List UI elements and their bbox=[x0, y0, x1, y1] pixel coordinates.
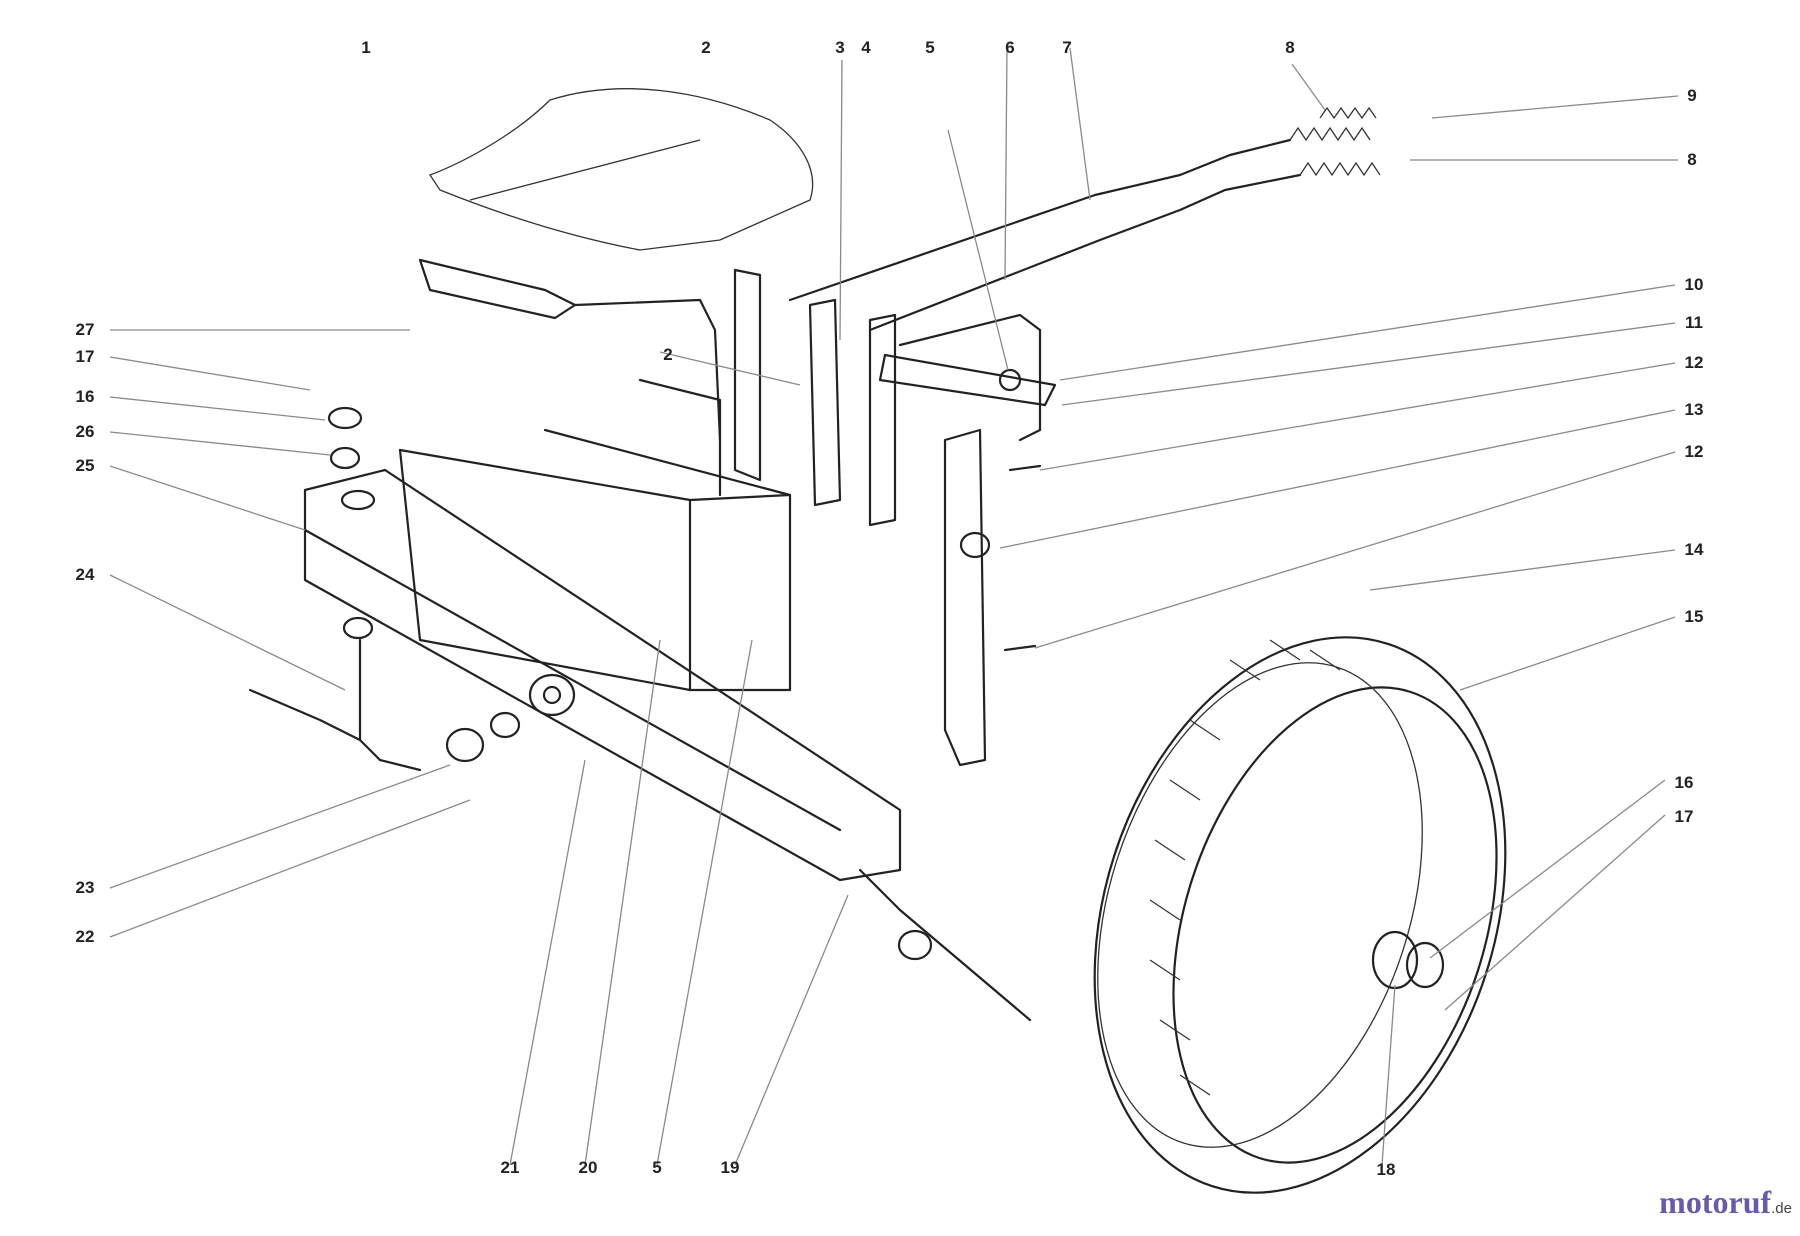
callout-5-bottom: 5 bbox=[652, 1158, 662, 1177]
callout-22: 22 bbox=[75, 927, 95, 946]
callout-23: 23 bbox=[75, 878, 95, 897]
callout-3: 3 bbox=[835, 38, 845, 57]
callout-20: 20 bbox=[578, 1158, 598, 1177]
callout-10: 10 bbox=[1684, 275, 1704, 294]
springs bbox=[1289, 106, 1381, 177]
callout-12-a: 12 bbox=[1684, 353, 1704, 372]
brake-pedal bbox=[418, 258, 722, 442]
callout-2: 2 bbox=[701, 38, 711, 57]
callout-6: 6 bbox=[1005, 38, 1015, 57]
callout-15: 15 bbox=[1684, 607, 1704, 626]
seat-body bbox=[429, 88, 814, 251]
callout-16-left: 16 bbox=[75, 387, 95, 406]
callout-25: 25 bbox=[75, 456, 95, 475]
hardware bbox=[327, 368, 1042, 763]
callout-8-right: 8 bbox=[1687, 150, 1697, 169]
callout-12-b: 12 bbox=[1684, 442, 1704, 461]
callout-13: 13 bbox=[1684, 400, 1704, 419]
callout-26: 26 bbox=[75, 422, 95, 441]
callout-5: 5 bbox=[925, 38, 935, 57]
axle-shaft bbox=[858, 868, 1032, 1022]
callout-1: 1 bbox=[361, 38, 371, 57]
callout-19: 19 bbox=[720, 1158, 740, 1177]
callout-2-mid: 2 bbox=[663, 345, 673, 364]
callout-7: 7 bbox=[1062, 38, 1072, 57]
brackets bbox=[733, 268, 987, 767]
callout-4: 4 bbox=[861, 38, 871, 57]
callout-16-right: 16 bbox=[1674, 773, 1694, 792]
callout-21: 21 bbox=[500, 1158, 520, 1177]
callout-9: 9 bbox=[1687, 86, 1697, 105]
axle-beam bbox=[303, 468, 902, 882]
callout-11: 11 bbox=[1685, 313, 1703, 332]
frame-box bbox=[398, 378, 792, 692]
control-rods bbox=[788, 138, 1302, 332]
callout-14: 14 bbox=[1684, 540, 1704, 559]
wheel bbox=[1093, 636, 1507, 1194]
spindle bbox=[248, 616, 422, 772]
callout-17-right: 17 bbox=[1674, 807, 1694, 826]
callout-27: 27 bbox=[75, 320, 95, 339]
callout-24: 24 bbox=[75, 565, 95, 584]
site-watermark: motoruf.de bbox=[1659, 1184, 1792, 1221]
callout-8-top: 8 bbox=[1285, 38, 1295, 57]
callout-17-left: 17 bbox=[75, 347, 95, 366]
clutch-pedal bbox=[878, 313, 1057, 442]
callout-18: 18 bbox=[1376, 1160, 1396, 1179]
watermark-text: motoruf bbox=[1659, 1184, 1772, 1220]
leader-lines bbox=[109, 47, 1679, 1166]
watermark-tld: .de bbox=[1771, 1200, 1792, 1217]
